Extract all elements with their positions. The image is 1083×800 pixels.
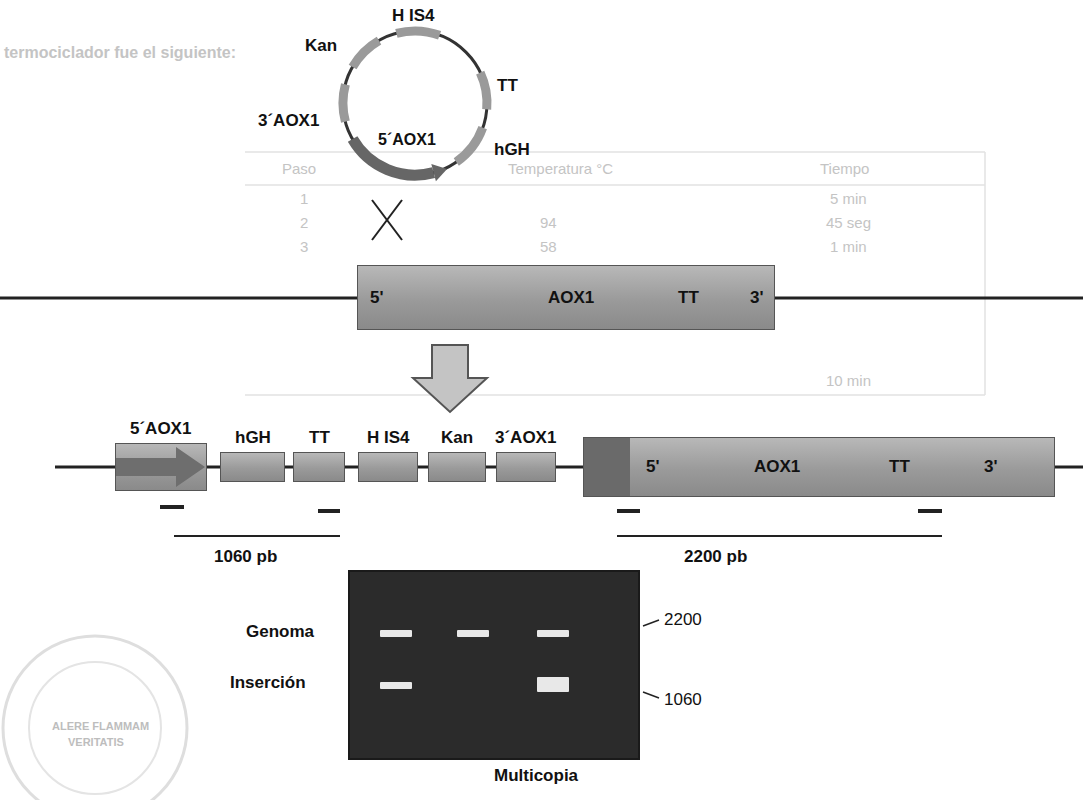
text-label: H IS4 (392, 6, 435, 26)
text-label: 10 min (826, 372, 871, 389)
box-label: TT (889, 457, 910, 477)
text-label: Temperatura °C (508, 160, 613, 177)
ghost-table (245, 152, 985, 395)
cassette-box: TT (293, 452, 345, 482)
cassette-box: H IS4 (358, 452, 418, 482)
text-label: 2200 (664, 610, 702, 630)
text-label: 2 (300, 214, 308, 231)
crossover-line (372, 200, 402, 240)
text-label: 5´AOX1 (378, 131, 436, 149)
gel-band (537, 630, 569, 637)
text-label: 1060 (664, 690, 702, 710)
box-label: Multicopia (494, 766, 578, 786)
text-label: VERITATIS (68, 736, 124, 749)
box-label: 5' (370, 288, 384, 308)
text-label: 45 seg (826, 214, 871, 231)
seal-ring (3, 636, 187, 800)
text-label: TT (497, 76, 518, 96)
cassette-box: 3´AOX1 (496, 452, 556, 482)
text-label: Tiempo (820, 160, 869, 177)
box-label: TT (309, 428, 330, 448)
leader-line (643, 692, 659, 698)
product-line (174, 535, 340, 537)
plasmid-ring (343, 31, 487, 175)
box-label: 3´AOX1 (495, 428, 556, 448)
cassette-box: 5´AOX1 (115, 443, 207, 491)
box-label: 3' (750, 288, 764, 308)
promoter-arrowhead (431, 164, 447, 181)
gel-band (380, 682, 412, 689)
cassette-box: hGH (220, 452, 285, 482)
text-label: ALERE FLAMMAM (52, 720, 149, 733)
gene-box: 5' AOX1 TT 3' (357, 265, 775, 330)
text-label: Inserción (230, 673, 306, 693)
box-label: 3' (984, 457, 998, 477)
text-label: 1 min (830, 238, 867, 255)
text-label: 1 (300, 190, 308, 207)
text-label: Kan (305, 36, 337, 56)
text-label: 58 (540, 238, 557, 255)
text-label: 1060 pb (214, 547, 277, 567)
box-label: AOX1 (754, 457, 800, 477)
text-label: 5 min (830, 190, 867, 207)
process-arrow (413, 345, 487, 412)
product-line (617, 535, 942, 537)
text-label: Paso (282, 160, 316, 177)
text-label: 3´AOX1 (258, 111, 319, 131)
promoter-arrow (116, 444, 206, 490)
box-label: H IS4 (367, 428, 410, 448)
box-label: hGH (235, 428, 271, 448)
gel-band (457, 630, 489, 637)
seal-ring (29, 662, 161, 794)
crossover-line (372, 200, 402, 240)
box-label: 5' (646, 457, 660, 477)
plasmid-segments (343, 31, 487, 162)
text-label: Genoma (246, 622, 314, 642)
primer-marks (160, 505, 942, 513)
cassette-box: Kan (428, 452, 486, 482)
leader-line (643, 620, 659, 626)
text-label: 94 (540, 214, 557, 231)
gel-band (537, 677, 569, 692)
box-label: TT (678, 288, 699, 308)
text-label: 2200 pb (684, 547, 747, 567)
gene-flank (584, 438, 630, 496)
box-label: Kan (441, 428, 473, 448)
gene-box: 5' AOX1 TT 3' (583, 437, 1055, 497)
text-label: 3 (300, 238, 308, 255)
promoter-arrow-shape (116, 447, 205, 487)
box-label: 5´AOX1 (130, 419, 191, 439)
text-label: hGH (494, 140, 530, 160)
gel-image: Multicopia (348, 570, 640, 760)
text-label: termociclador fue el siguiente: (4, 44, 236, 62)
gel-band (380, 630, 412, 637)
box-label: AOX1 (548, 288, 594, 308)
